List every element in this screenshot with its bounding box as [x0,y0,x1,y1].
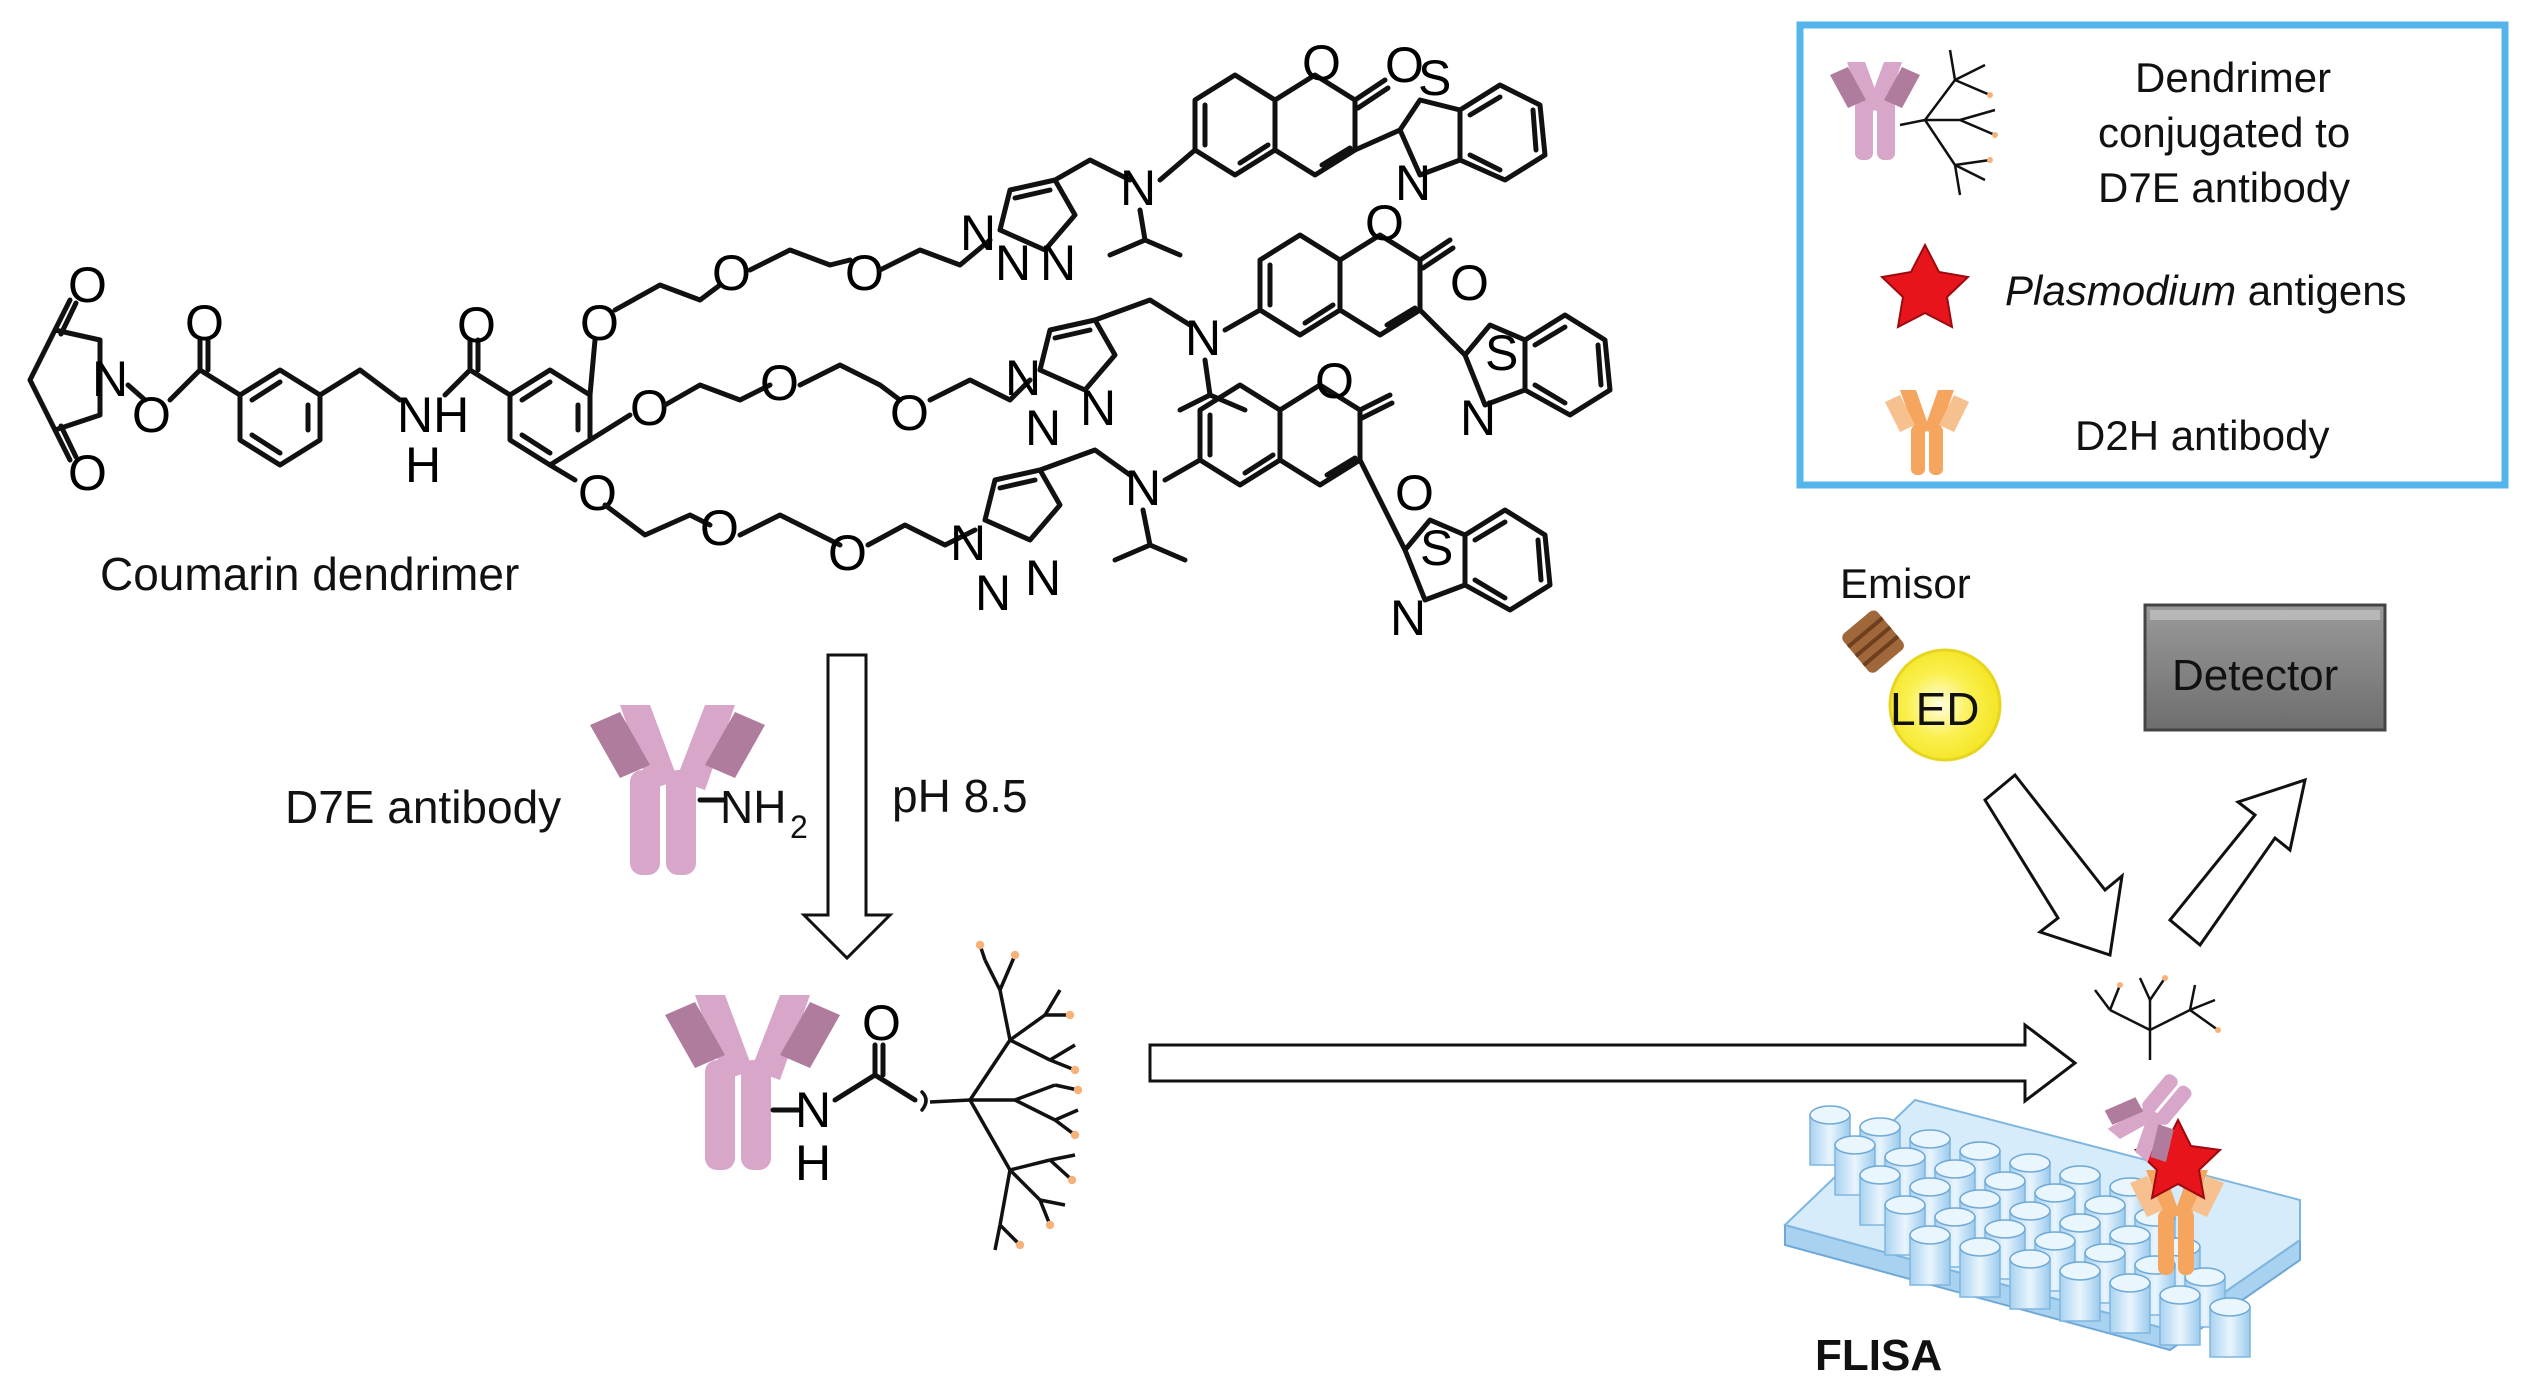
atom-n: N [1005,350,1041,406]
antigen-star-legend-icon [1879,242,1971,329]
conjugate-antibody-icon [665,995,840,1170]
atom-n: N [995,235,1031,291]
atom-n: N [1080,380,1116,436]
plate-well [1859,1165,1901,1226]
led-bulb-icon [1842,610,2002,762]
atom-o: O [712,245,751,301]
legend-item2: Plasmodium antigens [2005,267,2407,314]
bound-dendrimer-icon [2094,978,2218,1060]
atom-s: S [1485,325,1518,381]
atom-n: N [1460,390,1496,446]
atom-o: O [862,995,901,1051]
flisa-label: FLISA [1815,1331,1942,1380]
atom-n: N [92,351,128,407]
atom-o: O [845,245,884,301]
atom-n: N [1125,460,1161,516]
peg-arm-bottom: O O N N N N O O S N [602,353,1553,646]
atom-n: N [1390,590,1426,646]
atom-h: H [795,1135,831,1191]
d7e-antibody-label: D7E antibody [285,781,561,833]
peg-arm-top: O O N N N N O O [612,35,1548,313]
emisor-label: Emisor [1840,560,1971,607]
atom-n: N [1120,160,1156,216]
atom-o: O [68,445,107,501]
atom-o: O [1302,35,1341,91]
atom-o: O [68,257,107,313]
plate-well [1909,1225,1951,1286]
dendrimer-conjugate-legend-icon [1830,49,1995,196]
atom-o: O [1385,37,1424,93]
ester-benzyl-group: O NH H O [185,295,513,493]
emission-arrow [2167,777,2308,948]
legend-item2-italic: Plasmodium [2005,267,2236,314]
atom-o: O [1315,353,1354,409]
reaction-arrow-down [800,653,894,961]
atom-s: S [1420,520,1453,576]
atom-n: N [960,205,996,261]
plate-well [2209,1297,2251,1358]
detector-label: Detector [2172,651,2338,700]
amine-subscript: 2 [790,809,808,845]
bound-d7e-antibody-icon [2104,1074,2192,1163]
horizontal-arrow [1148,1021,2078,1105]
legend-item2-rest: antigens [2236,267,2406,314]
atom-n: N [1395,155,1431,211]
atom-o: O [760,355,799,411]
atom-o: O [700,500,739,556]
legend-item1-line2: conjugated to [2098,109,2350,156]
succinimide-group: O O N O [27,257,203,501]
atom-o: O [828,525,867,581]
coumarin-dendrimer-label: Coumarin dendrimer [100,548,519,600]
plate-well [2009,1249,2051,1310]
ph-condition-label: pH 8.5 [892,770,1028,822]
excitation-arrow [1983,772,2125,957]
atom-o: O [1450,255,1489,311]
detector-box [2143,603,2387,732]
atom-o: O [1395,465,1434,521]
led-label: LED [1890,683,1979,735]
atom-o: O [132,387,171,443]
atom-n: N [795,1082,831,1138]
plate-wells [1809,1105,2251,1358]
atom-o: O [1365,195,1404,251]
atom-n: N [975,565,1011,621]
plate-well [2109,1273,2151,1334]
legend-item3: D2H antibody [2075,412,2329,459]
plate-well [2059,1261,2101,1322]
d7e-antibody-icon [590,705,765,875]
atom-h: H [405,437,441,493]
amine-label: NH [720,781,786,833]
atom-o: O [580,295,619,351]
dendrimer-icon [929,940,1078,1250]
legend-item1-line1: Dendrimer [2135,54,2331,101]
plate-well [2159,1285,2201,1346]
gallate-core: O O O [507,295,669,521]
legend-item1-line3: D7E antibody [2098,164,2350,211]
atom-o: O [630,380,669,436]
flisa-plate [1783,1098,2301,1358]
d2h-antibody-legend-icon [1885,390,1969,475]
atom-n: N [1025,400,1061,456]
peg-arm-middle: O O N N N N O O S N [662,195,1613,456]
atom-n: N [1040,235,1076,291]
atom-s: S [1418,50,1451,106]
atom-o: O [457,297,496,353]
plate-well [1959,1237,2001,1298]
legend-box: Dendrimer conjugated to D7E antibody Pla… [1796,21,2509,489]
atom-n: N [950,515,986,571]
atom-o: O [185,295,224,351]
atom-nh: NH [397,387,469,443]
atom-o: O [890,385,929,441]
atom-n: N [1185,310,1221,366]
atom-n: N [1025,550,1061,606]
coumarin-dendrimer-structure: O O N O O NH H O [27,35,1613,646]
